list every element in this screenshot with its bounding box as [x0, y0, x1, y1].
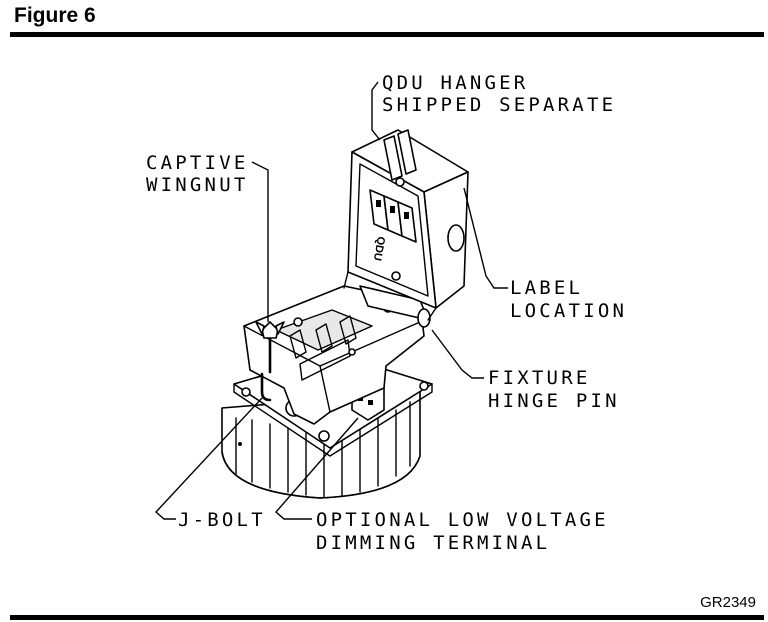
- callout-qdu-hanger-line2: SHIPPED SEPARATE: [382, 94, 616, 116]
- callout-fixture-hinge-pin-line2: HINGE PIN: [488, 390, 620, 412]
- bottom-rule: [10, 615, 764, 620]
- callout-qdu-hanger-line1: QDU HANGER: [382, 72, 528, 94]
- qdu-hanger: QDU: [343, 129, 469, 321]
- leader-lines: [154, 81, 508, 520]
- j-bolt: [260, 372, 272, 402]
- figure-code: GR2349: [700, 594, 756, 611]
- callout-captive-wingnut-line2: WINGNUT: [146, 174, 248, 196]
- fixture-housing: [243, 285, 425, 425]
- callout-fixture-hinge-pin-line1: FIXTURE: [488, 367, 590, 389]
- callout-label-location-line2: LOCATION: [510, 300, 627, 322]
- callout-dimming-terminal-line2: DIMMING TERMINAL: [316, 532, 550, 554]
- callout-captive-wingnut-line1: CAPTIVE: [146, 152, 248, 174]
- hanger-label: QDU: [371, 235, 387, 261]
- figure-title: Figure 6: [14, 4, 96, 27]
- callout-j-bolt: J-BOLT: [178, 509, 266, 531]
- callout-label-location-line1: LABEL: [510, 277, 583, 299]
- captive-wingnut: [255, 321, 285, 374]
- callout-dimming-terminal-line1: OPTIONAL LOW VOLTAGE: [316, 509, 609, 531]
- top-rule: [10, 32, 764, 37]
- fixture-hinge-pin: [359, 285, 431, 328]
- callout-labels: QDU HANGER SHIPPED SEPARATE CAPTIVE WING…: [146, 72, 627, 554]
